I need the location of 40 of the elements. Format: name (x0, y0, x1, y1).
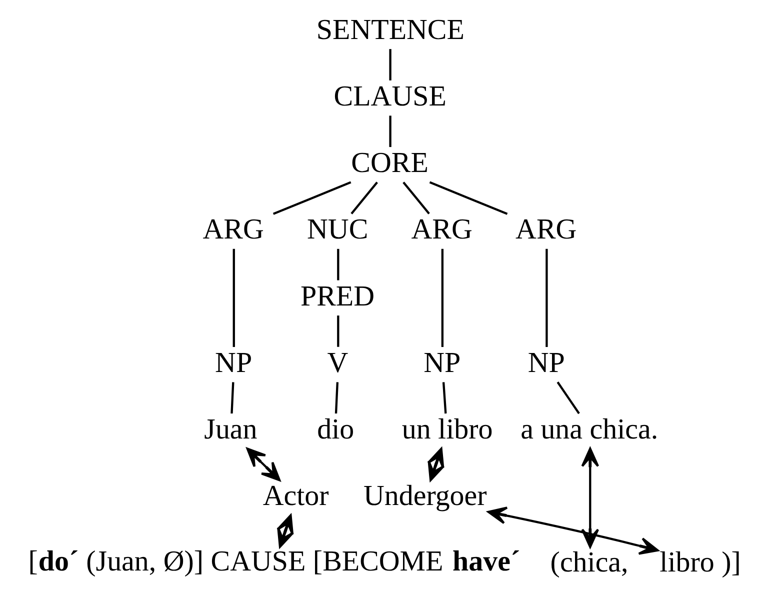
node-text: Actor (262, 480, 329, 512)
node-text: dio (317, 413, 354, 446)
node-text: CORE (351, 147, 428, 180)
node-text: ARG (411, 214, 472, 246)
node-text: NP (215, 346, 252, 379)
connector (556, 382, 580, 414)
node-text: SENTENCE (316, 14, 464, 46)
connector (441, 248, 444, 348)
arrow (427, 448, 445, 482)
node-text: a una chica. (520, 413, 658, 446)
connector (402, 182, 430, 214)
connector (442, 382, 447, 414)
connector (337, 248, 340, 280)
node-text: CLAUSE (334, 80, 446, 112)
node-text: PRED (300, 280, 375, 312)
connector (230, 382, 234, 414)
connector (389, 116, 392, 148)
node-text: V (327, 346, 348, 379)
connector (389, 49, 392, 80)
node-text: un libro (402, 413, 493, 446)
connector (337, 316, 340, 347)
node-text: Juan (204, 413, 258, 446)
node-text: Undergoer (364, 480, 487, 512)
arrow (487, 506, 659, 555)
node-text: (chica, (550, 546, 628, 579)
connector (334, 382, 339, 414)
node-text: ARG (202, 214, 264, 246)
arrow (246, 448, 281, 482)
node-text: [do´ (Juan, Ø)] CAUSE [BECOME have´ (28, 545, 520, 578)
arrow (276, 514, 294, 548)
node-text: NP (528, 346, 565, 379)
connector (429, 181, 508, 215)
node-text: NUC (307, 214, 368, 246)
node-text: NP (424, 346, 461, 379)
connector (272, 181, 352, 215)
node-text: libro )] (660, 546, 741, 579)
connector (350, 182, 378, 214)
connector (232, 248, 235, 348)
node-text: ARG (516, 214, 577, 246)
connector (546, 248, 548, 348)
